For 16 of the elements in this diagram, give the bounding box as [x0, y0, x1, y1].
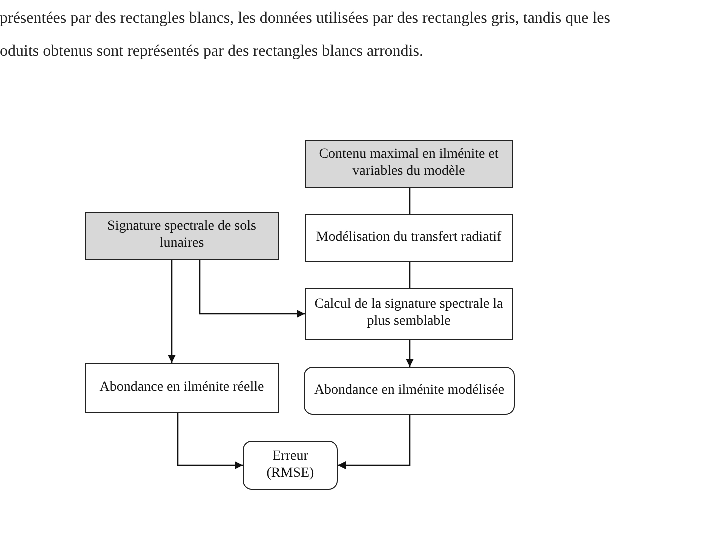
arrow	[338, 415, 411, 470]
result-box: Abondance en ilménite modélisée	[304, 367, 515, 415]
connector-line	[409, 262, 411, 288]
data-box: Contenu maximal en ilménite et variables du modèle	[305, 140, 513, 188]
body-text: présentées par des rectangles blancs, les données utilisées par des rectangles gris, tandis que les	[0, 10, 610, 28]
arrow	[177, 413, 243, 470]
body-text: oduits obtenus sont représentés par des rectangles blancs arrondis.	[0, 43, 424, 61]
process-box: Modélisation du transfert radiatif	[305, 214, 513, 262]
result-box: Erreur (RMSE)	[243, 441, 338, 490]
data-box: Signature spectrale de sols lunaires	[85, 212, 279, 260]
arrow	[168, 260, 176, 363]
arrow	[406, 340, 414, 367]
process-box: Calcul de la signature spectrale la plus semblable	[305, 288, 513, 340]
process-box: Abondance en ilménite réelle	[85, 363, 279, 413]
connector-line	[409, 188, 411, 214]
arrow	[199, 260, 305, 318]
